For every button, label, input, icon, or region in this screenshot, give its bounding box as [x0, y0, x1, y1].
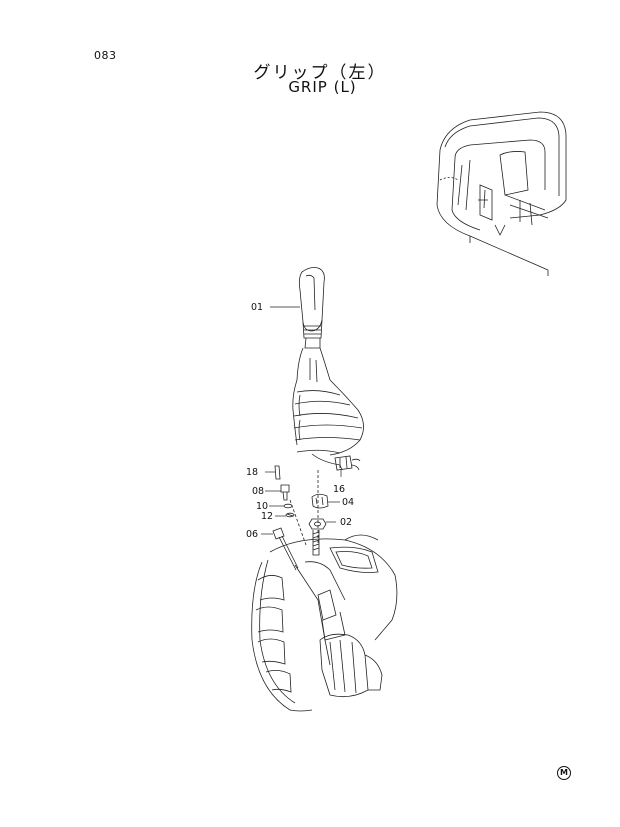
boot-drawing — [292, 347, 364, 466]
callout-02: 02 — [340, 517, 353, 528]
cab-inset-drawing — [436, 111, 567, 276]
callout-08: 08 — [252, 486, 265, 497]
callout-04: 04 — [342, 497, 355, 508]
page-number: 083 — [94, 49, 117, 62]
callout-10: 10 — [256, 501, 269, 512]
title-english: GRIP (L) — [288, 78, 357, 96]
maker-mark-icon: M — [557, 766, 571, 780]
title-japanese: グリップ（左） — [253, 63, 387, 83]
lever-base-drawing — [251, 530, 398, 712]
callout-12: 12 — [261, 511, 274, 522]
callout-18: 18 — [246, 467, 259, 478]
leader-lines — [261, 306, 342, 535]
callout-06: 06 — [246, 529, 259, 540]
grip-drawing — [298, 267, 325, 349]
callout-01: 01 — [251, 302, 264, 313]
connector-drawing — [334, 455, 361, 471]
small-parts-drawing — [272, 465, 329, 571]
callout-16: 16 — [333, 484, 346, 495]
